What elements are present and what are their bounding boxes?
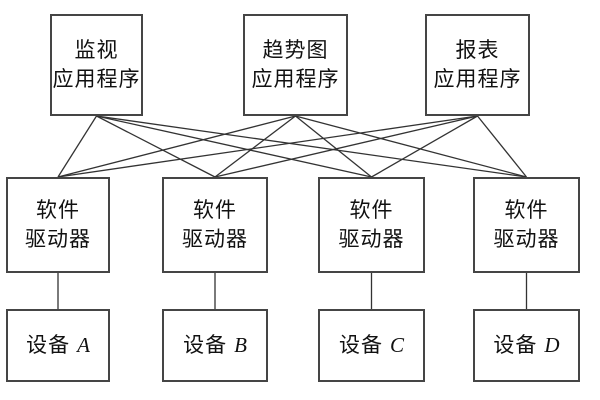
device-label-letter: C — [389, 333, 404, 357]
node-label-line: 驱动器 — [338, 227, 405, 251]
node-report-app: 报表 应用程序 — [425, 14, 530, 116]
node-software-driver-1: 软件 驱动器 — [6, 177, 110, 273]
node-label-line: 监视 — [74, 38, 119, 62]
device-label-prefix: 设备 — [183, 333, 228, 357]
device-label-prefix: 设备 — [26, 333, 71, 357]
device-label-prefix: 设备 — [493, 333, 538, 357]
node-label-line: 驱动器 — [182, 227, 248, 251]
device-label-letter: D — [544, 333, 560, 357]
node-software-driver-3: 软件 驱动器 — [318, 177, 425, 273]
node-label-line: 软件 — [349, 198, 394, 222]
node-software-driver-4: 软件 驱动器 — [473, 177, 580, 273]
node-label-line: 驱动器 — [493, 227, 560, 251]
device-label-prefix: 设备 — [338, 333, 383, 357]
node-label-line: 报表 — [455, 38, 500, 62]
node-software-driver-2: 软件 驱动器 — [162, 177, 268, 273]
node-label-line: 应用程序 — [251, 67, 340, 91]
node-label-line: 软件 — [36, 198, 80, 222]
node-label-line: 软件 — [193, 198, 237, 222]
node-monitor-app: 监视 应用程序 — [50, 14, 143, 116]
node-trend-app: 趋势图 应用程序 — [243, 14, 348, 116]
device-label-letter: A — [77, 333, 90, 357]
node-label-line: 应用程序 — [52, 67, 141, 91]
node-label-line: 趋势图 — [262, 38, 329, 62]
device-label-letter: B — [234, 333, 247, 357]
node-label-line: 驱动器 — [25, 227, 91, 251]
node-label-line: 软件 — [504, 198, 549, 222]
node-label-line: 应用程序 — [433, 67, 522, 91]
